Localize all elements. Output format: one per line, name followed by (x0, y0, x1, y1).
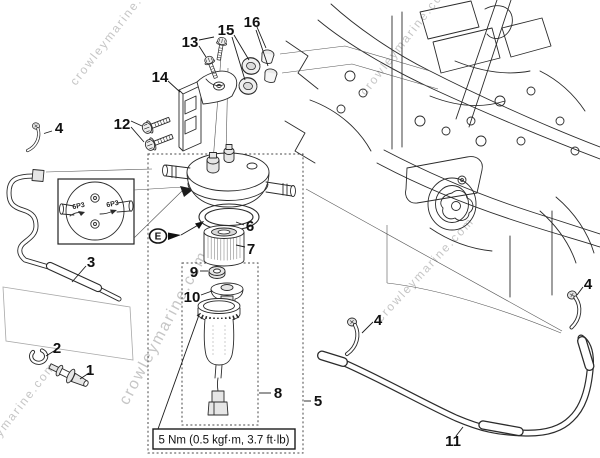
mounting-plane-outline (2, 286, 134, 361)
callout-14: 14 (152, 69, 169, 86)
engine-line-art (284, 0, 600, 298)
marker-arrow-tip (195, 221, 204, 229)
callout-12: 12 (114, 116, 131, 133)
part-15-grommet (236, 75, 260, 97)
watermark-text: crowleymarine.com (357, 0, 453, 98)
flow-arrow-icon (78, 211, 85, 216)
part-1-joint-fitting (48, 363, 89, 387)
part-4-clip (345, 316, 360, 356)
part-4-clip (26, 120, 43, 154)
callout-15: 15 (218, 22, 235, 39)
part-15-grommet (239, 55, 263, 77)
detail-marker-label: E (155, 232, 162, 243)
head-topview-inset: 6P3 6P3 (57, 178, 194, 245)
assembly-dashed-box (147, 153, 304, 454)
inset-marking-right: 6P3 (106, 200, 120, 209)
callout-2: 2 (53, 340, 61, 357)
callout-13: 13 (182, 34, 199, 51)
relation-lines (45, 45, 563, 334)
torque-note-text: 5 Nm (0.5 kgf·m, 3.7 ft·lb) (158, 435, 289, 447)
callout-8: 8 (274, 385, 282, 402)
callout-4b: 4 (374, 312, 383, 329)
part-13-bolt (213, 36, 229, 62)
marker-arrow-icon (168, 232, 181, 240)
hose-end-fitting (31, 169, 45, 182)
callout-7: 7 (247, 241, 255, 258)
callout-3: 3 (87, 254, 95, 271)
round-mount (427, 177, 477, 231)
part-5-filter-head (162, 144, 296, 208)
callout-leaders (43, 26, 584, 437)
part-9-nut (208, 266, 226, 279)
part-4-clip (564, 288, 584, 330)
part-11-fuel-hose (317, 334, 595, 437)
callout-1: 1 (86, 362, 94, 379)
cup-ratchet-teeth (196, 312, 242, 323)
part-16-cap (263, 67, 279, 84)
flow-arrow-icon (110, 209, 117, 215)
hook-curl (484, 5, 513, 39)
watermark-text: crowleymarine.com (0, 359, 59, 458)
part-2-clip (29, 348, 49, 365)
callout-9: 9 (190, 264, 198, 281)
torque-note: 5 Nm (0.5 kgf·m, 3.7 ft·lb) (152, 428, 296, 450)
callout-10: 10 (184, 289, 201, 306)
callout-4c: 4 (584, 276, 593, 293)
part-14-bracket (178, 70, 238, 152)
callout-labels: 1 2 3 4 4 4 5 6 7 8 9 10 11 12 13 14 15 … (53, 14, 593, 450)
inset-marking-left: 6P3 (72, 202, 86, 211)
part-16-cap (260, 48, 276, 65)
callout-6: 6 (246, 218, 254, 235)
mount-plate (405, 156, 483, 204)
part-8-filter-cup (196, 298, 242, 416)
watermark-text: crowleymarine.com (67, 0, 163, 88)
part-12-bolt (140, 112, 173, 137)
callout-11: 11 (445, 433, 461, 450)
detail-marker-e: E (148, 221, 204, 244)
part-3-fuel-hose (6, 169, 122, 302)
callout-4a: 4 (55, 120, 64, 137)
watermark-text: crowleymarine.com (373, 214, 477, 324)
callout-16: 16 (244, 14, 261, 31)
part-7-filter-element (203, 225, 245, 267)
callout-5: 5 (314, 393, 322, 410)
